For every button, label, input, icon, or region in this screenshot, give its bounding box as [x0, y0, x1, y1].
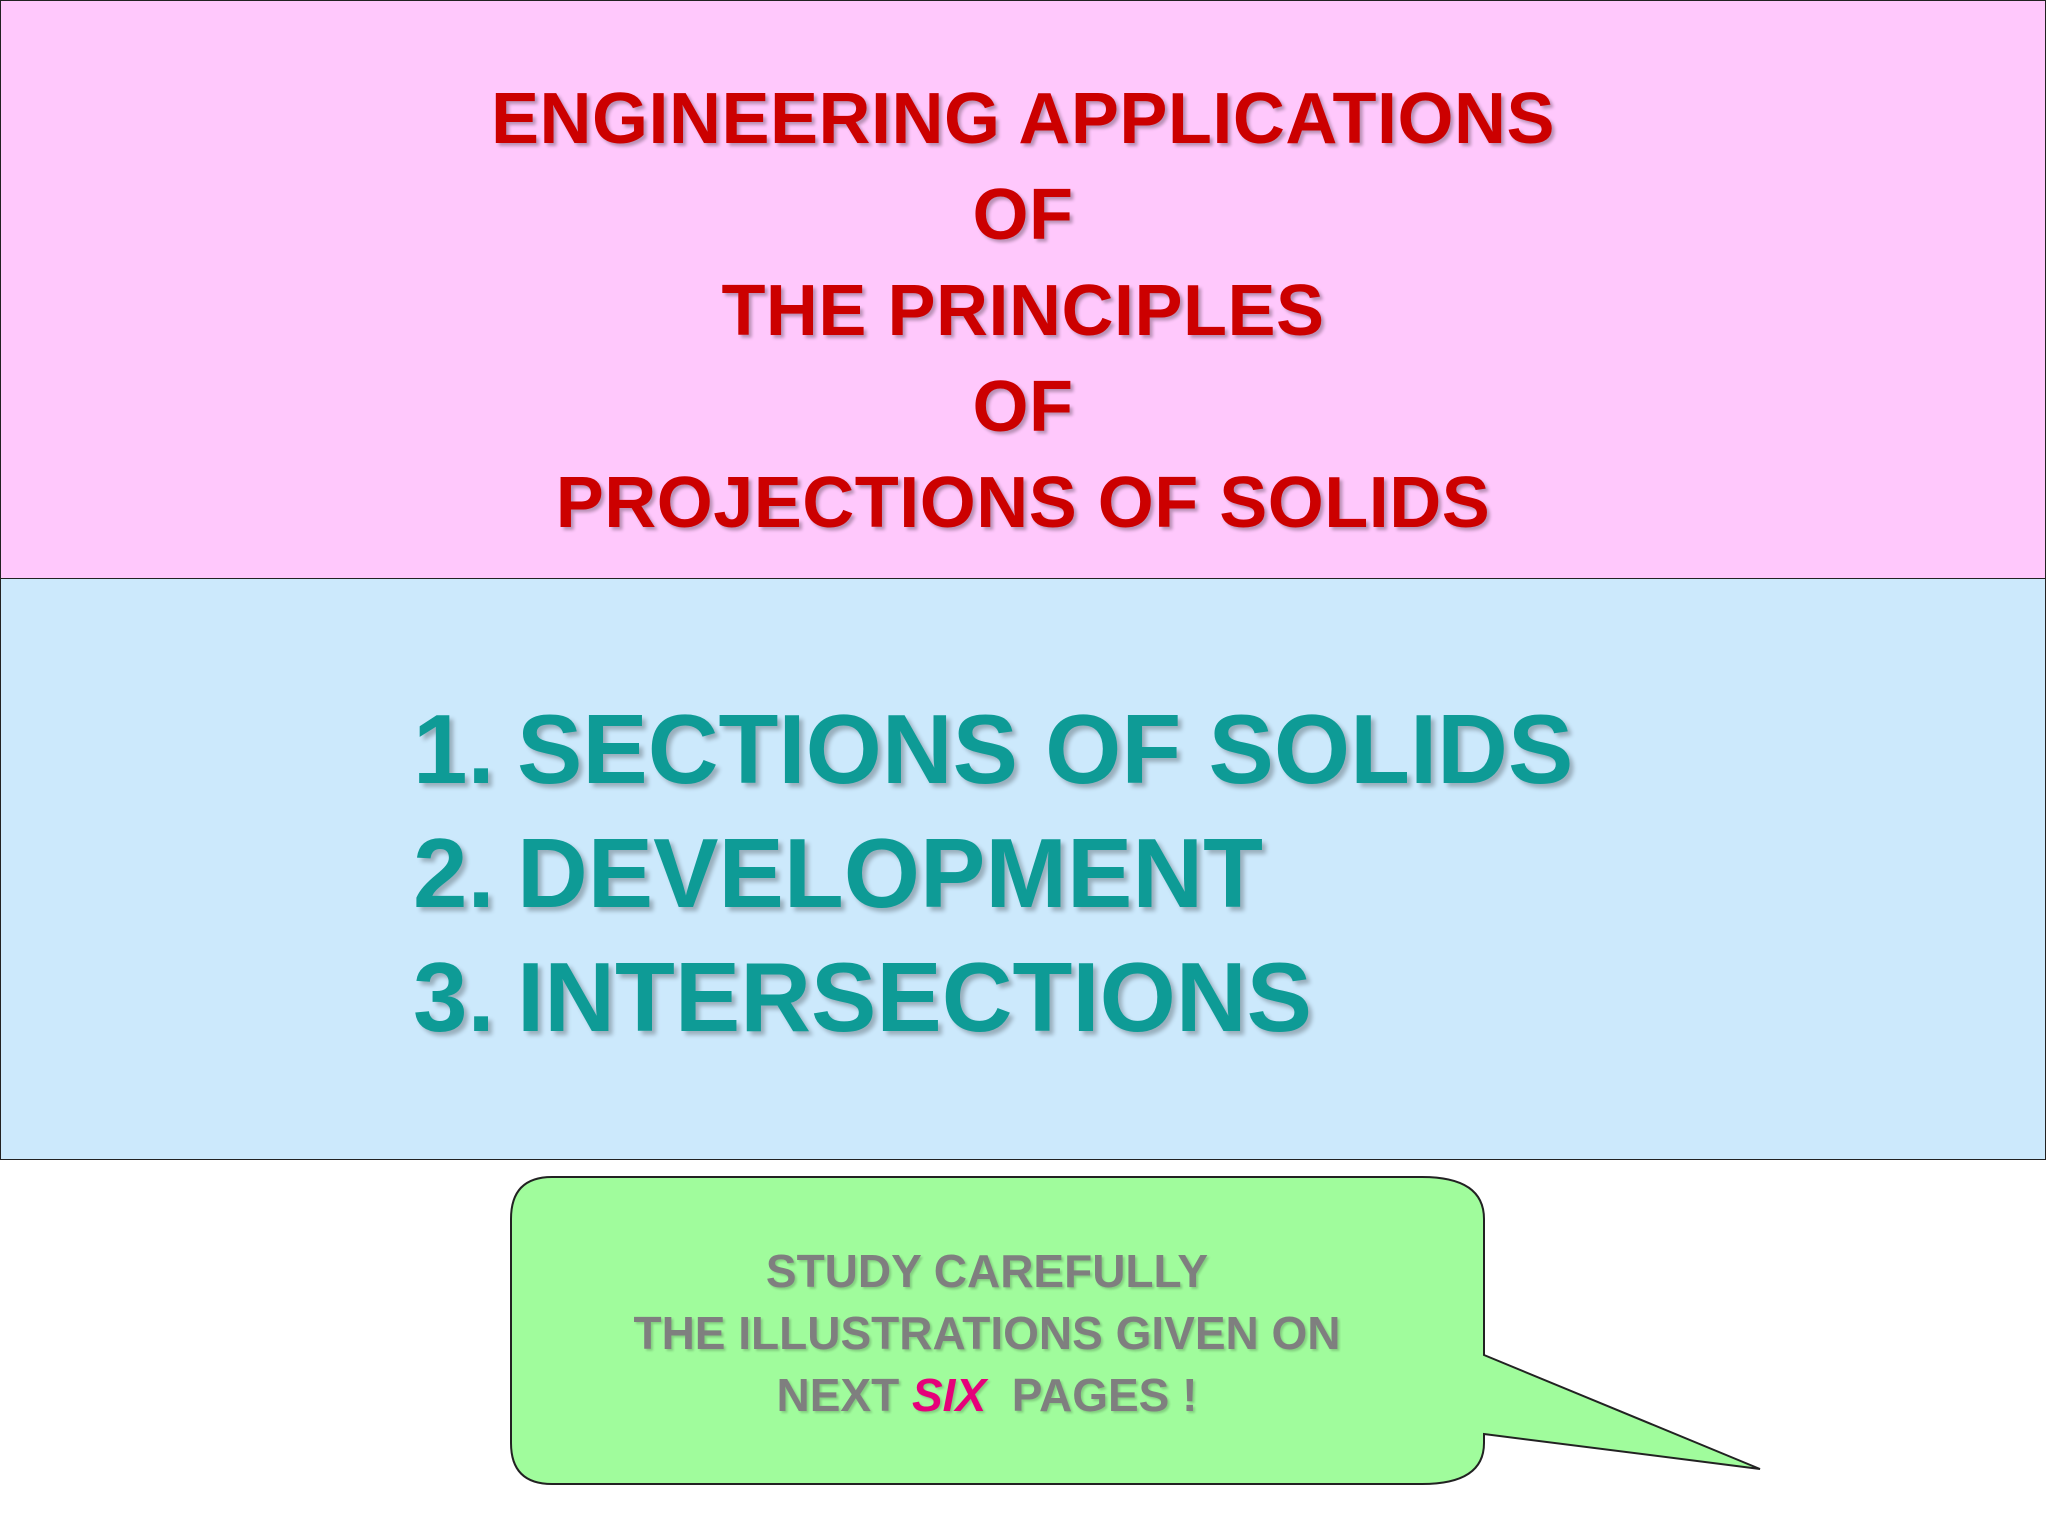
slide-title: ENGINEERING APPLICATIONS OF THE PRINCIPL… — [1, 71, 2045, 551]
topics-panel: 1. SECTIONS OF SOLIDS 2. DEVELOPMENT 3. … — [0, 578, 2046, 1160]
topic-label: INTERSECTIONS — [517, 942, 1312, 1052]
title-panel: ENGINEERING APPLICATIONS OF THE PRINCIPL… — [0, 0, 2046, 579]
topic-item: 1. SECTIONS OF SOLIDS — [413, 687, 1573, 811]
topic-number: 1. — [413, 694, 495, 804]
callout-line: STUDY CAREFULLY — [765, 1245, 1209, 1297]
callout-next: NEXT — [776, 1369, 900, 1421]
title-line: OF — [972, 175, 1074, 255]
callout-emphasis-six: SIX — [912, 1369, 987, 1421]
topic-item: 2. DEVELOPMENT — [413, 811, 1573, 935]
title-line: OF — [972, 367, 1074, 447]
title-line: THE PRINCIPLES — [721, 271, 1325, 351]
speech-bubble-callout — [510, 1176, 1761, 1485]
topic-number: 2. — [413, 818, 495, 928]
topic-number: 3. — [413, 942, 495, 1052]
topic-item: 3. INTERSECTIONS — [413, 935, 1573, 1059]
topics-list: 1. SECTIONS OF SOLIDS 2. DEVELOPMENT 3. … — [413, 687, 1573, 1059]
title-line: ENGINEERING APPLICATIONS — [490, 79, 1556, 159]
callout-line: THE ILLUSTRATIONS GIVEN ON — [633, 1307, 1341, 1359]
callout-pages: PAGES ! — [1011, 1369, 1198, 1421]
callout-text: STUDY CAREFULLY THE ILLUSTRATIONS GIVEN … — [510, 1240, 1464, 1426]
speech-bubble-shape — [510, 1176, 1761, 1485]
topic-label: DEVELOPMENT — [517, 818, 1263, 928]
title-line: PROJECTIONS OF SOLIDS — [555, 463, 1491, 543]
callout-line: NEXT SIX PAGES ! — [510, 1364, 1464, 1426]
topic-label: SECTIONS OF SOLIDS — [517, 694, 1574, 804]
